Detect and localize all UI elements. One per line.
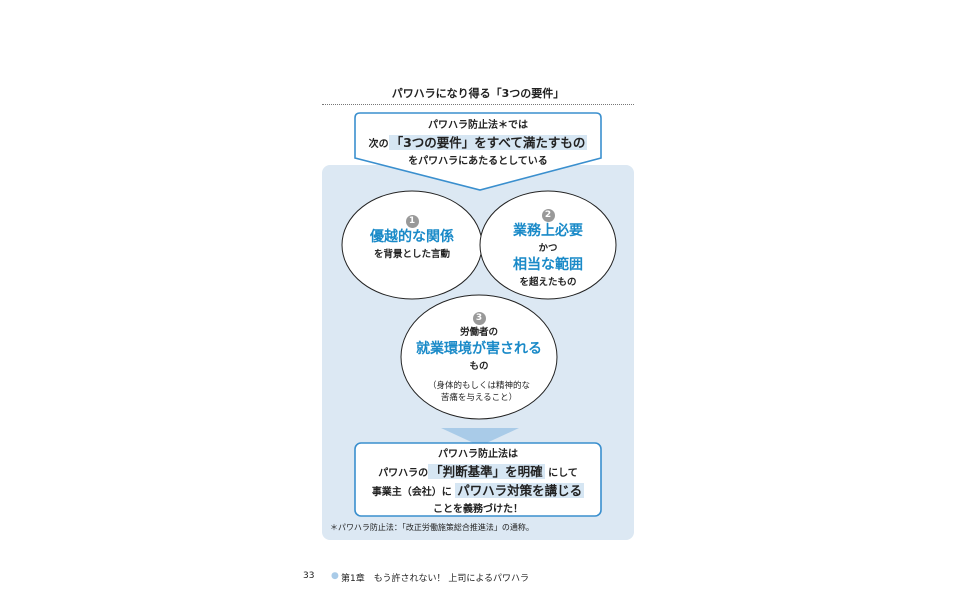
page-number: 33	[303, 571, 315, 581]
down-arrow	[441, 428, 519, 446]
divider	[322, 104, 634, 105]
requirement-1: 1 優越的な関係 を背景とした言動	[342, 208, 482, 262]
requirement-circle-3	[400, 294, 558, 420]
conclusion-text: パワハラ防止法は パワハラの「判断基準」を明確 にして 事業主（会社）に パワハ…	[355, 446, 601, 518]
figure-title: パワハラになり得る「3つの要件」	[391, 87, 565, 100]
conclusion-highlight-2: パワハラ対策を講じる	[455, 483, 585, 498]
footnote: ＊パワハラ防止法：「改正労働施策総合推進法」の通称。	[330, 523, 534, 532]
requirement-mid: かつ	[538, 243, 558, 254]
bullet-icon: ●	[331, 571, 339, 581]
conclusion-line-2-post: にして	[548, 468, 578, 479]
requirement-3: 3 労働者の 就業環境が害される もの （身体的もしくは精神的な 苦痛を与えるこ…	[401, 305, 557, 404]
requirement-note-1: （身体的もしくは精神的な	[427, 381, 530, 391]
number-badge: 1	[405, 215, 419, 228]
requirement-sub: もの	[469, 361, 489, 372]
requirement-main: 優越的な関係	[370, 229, 454, 245]
intro-line-1: パワハラ防止法＊では	[428, 120, 528, 131]
conclusion-line-2-pre: パワハラの	[378, 468, 429, 479]
conclusion-line-1: パワハラ防止法は	[438, 449, 518, 460]
requirement-2: 2 業務上必要 かつ 相当な範囲 を超えたもの	[480, 202, 616, 290]
conclusion-line-4: ことを義務づけた！	[433, 504, 523, 515]
conclusion-highlight-1: 「判断基準」を明確	[428, 464, 545, 479]
intro-highlight: 「3つの要件」をすべて満たすもの	[388, 135, 588, 150]
requirement-main: 就業環境が害される	[416, 341, 542, 357]
intro-line-2-pre: 次の	[368, 139, 389, 150]
conclusion-line-3-pre: 事業主（会社）に	[371, 487, 452, 498]
requirement-main-2: 相当な範囲	[513, 257, 583, 273]
requirement-pre: 労働者の	[459, 327, 498, 338]
intro-text: パワハラ防止法＊では 次の「3つの要件」をすべて満たすもの をパワハラにあたると…	[355, 117, 601, 170]
chapter-title: 第1章 もう許されない！ 上司によるパワハラ	[341, 574, 529, 584]
number-badge: 3	[472, 312, 486, 325]
intro-line-3: をパワハラにあたるとしている	[408, 156, 548, 167]
requirement-sub: を超えたもの	[519, 277, 577, 288]
intro-callout	[354, 112, 602, 191]
requirement-note-2: 苦痛を与えること）	[440, 393, 518, 403]
requirement-sub: を背景とした言動	[373, 249, 450, 260]
requirement-main: 業務上必要	[513, 223, 583, 239]
requirement-circle-2	[479, 190, 617, 300]
number-badge: 2	[541, 209, 555, 222]
